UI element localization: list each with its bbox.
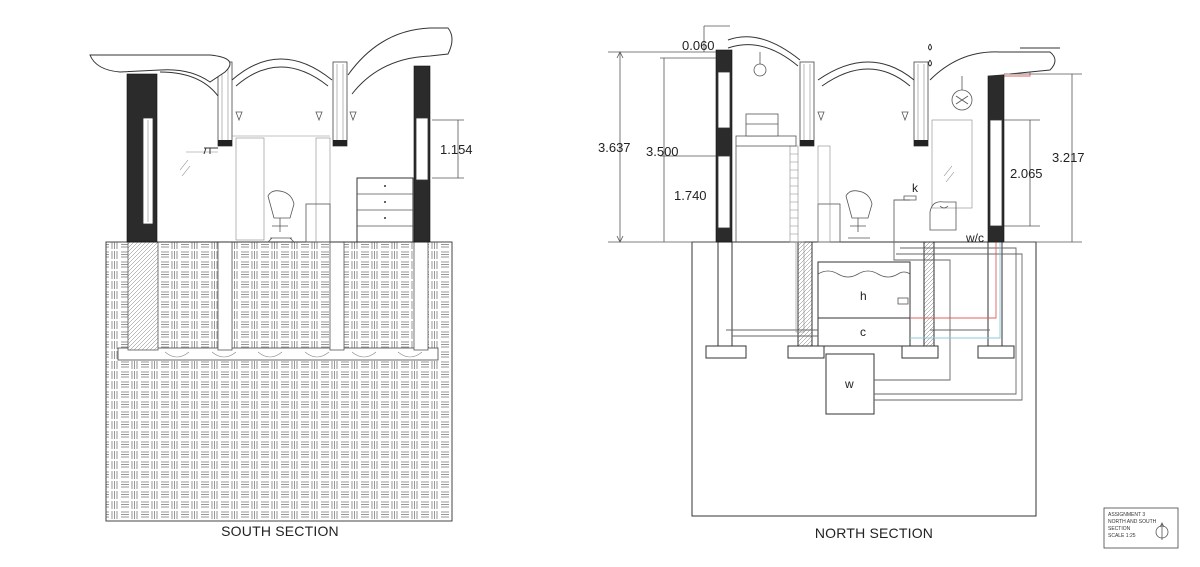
dim-1740-label: 1.740 (674, 188, 707, 203)
north-roof (727, 36, 1060, 87)
north-section: h c w (598, 25, 1085, 541)
water-tank-label: w (844, 377, 854, 391)
armchair-icon (929, 201, 957, 231)
rain-drop-icon (928, 43, 932, 67)
south-roof (89, 27, 453, 97)
title-block: ASSIGNMENT 3 NORTH AND SOUTH SECTION SCA… (1103, 507, 1179, 549)
pendant-light-icon (753, 52, 973, 111)
shower-icon (203, 147, 218, 155)
north-section-title: NORTH SECTION (815, 525, 933, 541)
wc-label: w/c (965, 231, 984, 245)
south-columns (217, 61, 348, 147)
north-shower (931, 119, 973, 209)
title-block-line4: SCALE 1:25 (1108, 533, 1136, 539)
title-block-line3: SECTION (1108, 526, 1131, 532)
dim-1154-label: 1.154 (440, 142, 473, 157)
title-block-line1: ASSIGNMENT 3 (1108, 512, 1145, 518)
north-water-tanks: h c w (817, 261, 911, 415)
south-footing (117, 347, 439, 361)
south-office-chair (267, 190, 295, 243)
hot-tank-label: h (860, 289, 867, 303)
north-arrow-icon (1155, 522, 1169, 540)
north-columns (799, 61, 929, 147)
title-block-line2: NORTH AND SOUTH (1108, 519, 1157, 525)
north-dims-right (1004, 73, 1082, 243)
cold-tank-label: c (860, 325, 866, 339)
south-dim-opening: 1.154 (432, 119, 473, 179)
south-interior (179, 135, 331, 243)
north-office-chair (845, 190, 873, 239)
kitchen-label: k (912, 181, 919, 195)
north-loft (735, 113, 797, 242)
north-site-outline (691, 242, 1037, 517)
dim-0060-label: 0.060 (682, 38, 715, 53)
south-section-title: SOUTH SECTION (221, 523, 339, 539)
dim-3500-label: 3.500 (646, 144, 679, 159)
sink-icon (903, 195, 917, 201)
south-section: 1.154 SOUTH SECTION (89, 27, 473, 539)
dim-2065-label: 2.065 (1010, 166, 1043, 181)
north-dims-left (608, 25, 730, 243)
south-drawers (356, 177, 414, 243)
dim-3637-label: 3.637 (598, 140, 631, 155)
south-ground-fill (105, 241, 453, 522)
dim-3217-label: 3.217 (1052, 150, 1085, 165)
